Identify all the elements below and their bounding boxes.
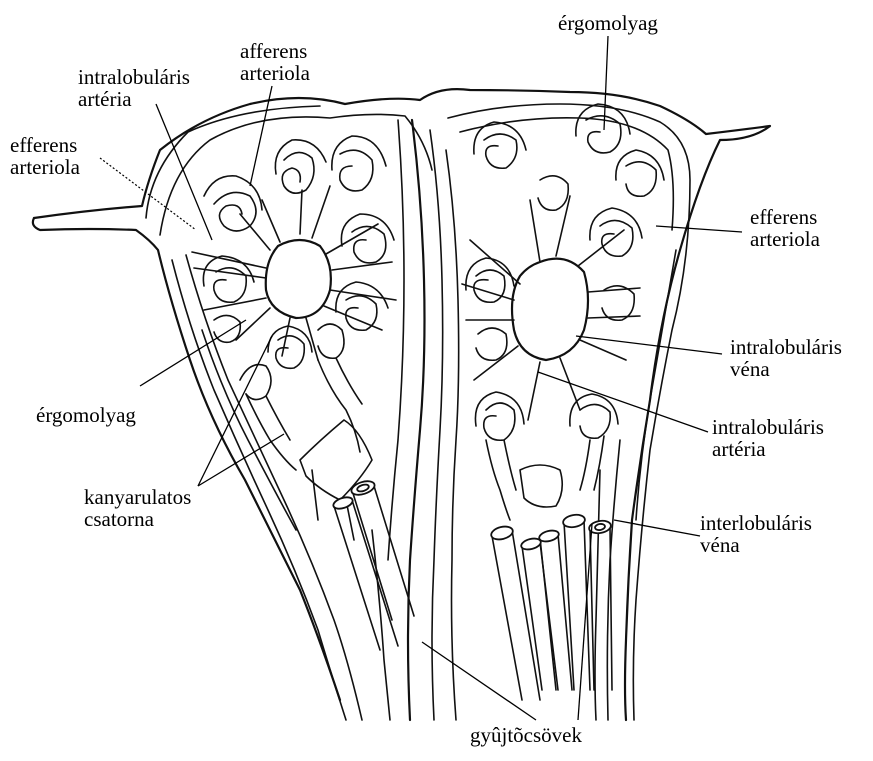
label-interlobularis-vena: interlobuláris véna bbox=[700, 511, 817, 557]
label-gyujtocsovek: gyûjtõcsövek bbox=[470, 723, 582, 747]
label-intralobularis-vena: intralobuláris véna bbox=[730, 335, 847, 381]
label-intralobularis-arteria-right: intralobuláris artéria bbox=[712, 415, 829, 461]
label-afferens-arteriola: afferens arteriola bbox=[240, 39, 313, 85]
label-kanyarulatos-csatorna: kanyarulatos csatorna bbox=[84, 485, 197, 531]
label-efferens-arteriola-right: efferens arteriola bbox=[750, 205, 823, 251]
label-ergomolyag-top: érgomolyag bbox=[558, 11, 658, 35]
label-efferens-arteriola-left: efferens arteriola bbox=[10, 133, 83, 179]
label-ergomolyag-left: érgomolyag bbox=[36, 403, 136, 427]
lobule-illustration bbox=[33, 89, 770, 720]
label-intralobularis-arteria-left: intralobuláris artéria bbox=[78, 65, 195, 111]
